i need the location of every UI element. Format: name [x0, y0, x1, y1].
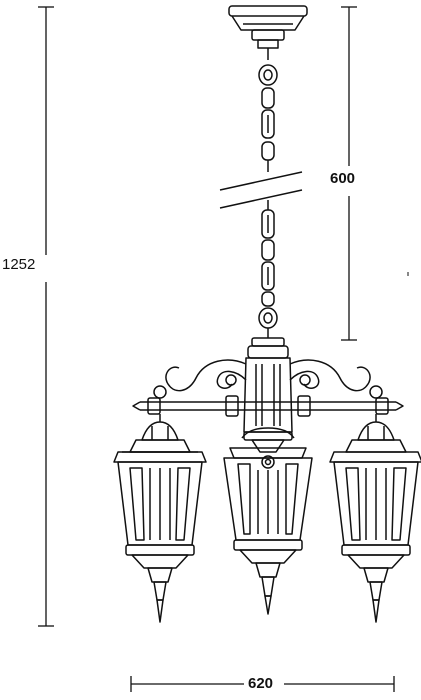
dimension-lines	[38, 6, 395, 692]
overall-height-label: 1252	[2, 256, 36, 273]
horizontal-arm	[132, 395, 404, 417]
chain-length-label: 600	[330, 170, 356, 187]
width-label: 620	[248, 675, 274, 692]
central-column	[243, 337, 293, 469]
chain-lower	[258, 200, 278, 338]
lantern-right	[329, 414, 421, 623]
lantern-left	[113, 414, 207, 623]
chain-upper	[258, 64, 278, 172]
chandelier	[113, 5, 421, 623]
ceiling-canopy	[228, 5, 308, 60]
lantern-center	[223, 427, 313, 615]
scroll-arms	[153, 359, 383, 399]
chain-break-mark	[219, 171, 303, 209]
